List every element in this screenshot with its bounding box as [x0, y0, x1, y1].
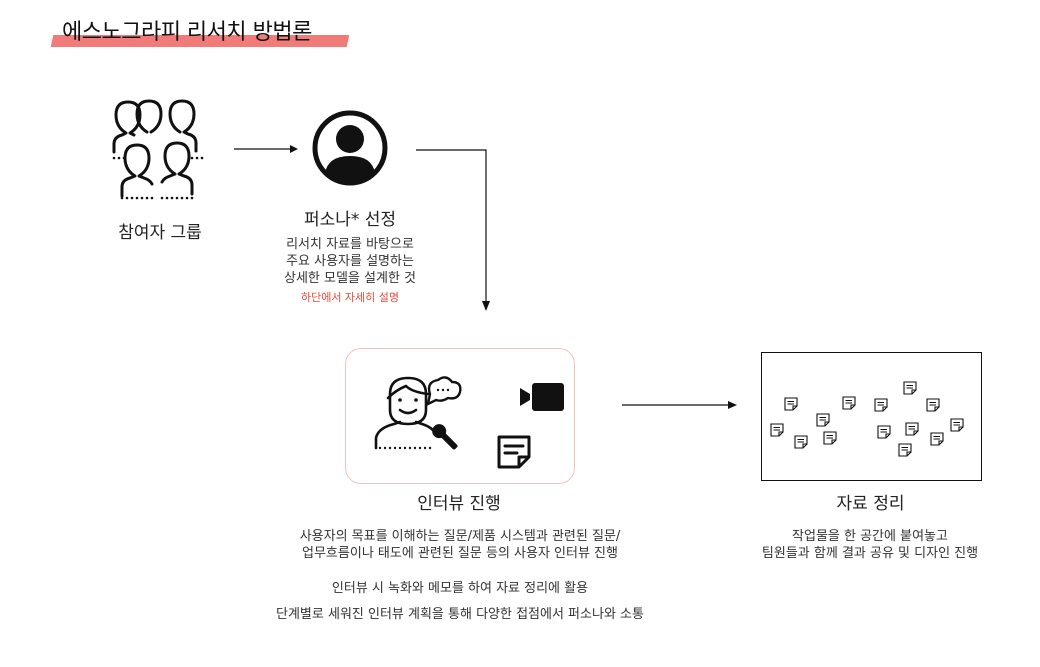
persona-desc-line: 상세한 모델을 설계한 것: [284, 271, 416, 286]
persona-note: 하단에서 자세히 설명: [300, 291, 400, 304]
organize-label: 자료 정리: [836, 494, 905, 514]
organize-description: 작업물을 한 공간에 붙여놓고 팀원들과 함께 결과 공유 및 디자인 진행: [720, 528, 1020, 562]
organize-desc-line: 작업물을 한 공간에 붙여놓고: [792, 529, 948, 544]
sticky-note-icon: [784, 397, 798, 411]
user-avatar-icon: [312, 110, 388, 186]
interview-desc-line: 사용자의 목표를 이해하는 질문/제품 시스템과 관련된 질문/: [299, 529, 621, 544]
persona-desc-line: 리서치 자료를 바탕으로: [286, 237, 414, 252]
sticky-note-icon: [905, 422, 919, 436]
sticky-note-icon: [770, 423, 784, 437]
interview-panel: [345, 348, 575, 484]
arrow-down-icon: [416, 149, 490, 311]
people-group-icon: [112, 99, 204, 200]
persona-desc-line: 주요 사용자를 설명하는: [286, 254, 414, 269]
interview-desc-line: 업무흐름이나 태도에 관련된 질문 등의 사용자 인터뷰 진행: [302, 546, 618, 561]
sticky-note-icon: [877, 425, 891, 439]
sticky-note-icon: [874, 398, 888, 412]
sticky-note-icon: [930, 432, 944, 446]
arrow-right-icon: [622, 401, 737, 409]
affinity-board: [761, 352, 982, 481]
sticky-note-icon: [816, 413, 830, 427]
sticky-note-icon: [926, 398, 940, 412]
interview-desc-line: 단계별로 세워진 인터뷰 계획을 통해 다양한 접점에서 퍼소나와 소통: [276, 607, 644, 622]
persona-description: 리서치 자료를 바탕으로 주요 사용자를 설명하는 상세한 모델을 설계한 것: [250, 236, 450, 287]
persona-label: 퍼소나* 선정: [303, 210, 397, 230]
page-title: 에스노그라피 리서치 방법론: [62, 20, 312, 45]
memo-note-icon: [497, 435, 531, 469]
sticky-note-icon: [842, 396, 856, 410]
interview-label: 인터뷰 진행: [417, 494, 501, 514]
interviewee-with-mic-icon: [374, 376, 462, 450]
video-camera-icon: [520, 383, 564, 411]
sticky-note-icon: [823, 431, 837, 445]
interview-description: 사용자의 목표를 이해하는 질문/제품 시스템과 관련된 질문/ 업무흐름이나 …: [190, 528, 730, 562]
sticky-note-icon: [794, 435, 808, 449]
sticky-note-icon: [903, 381, 917, 395]
organize-desc-line: 팀원들과 함께 결과 공유 및 디자인 진행: [761, 546, 979, 561]
sticky-note-icon: [950, 418, 964, 432]
participants-label: 참여자 그룹: [118, 223, 202, 243]
interview-desc-line: 인터뷰 시 녹화와 메모를 하여 자료 정리에 활용: [331, 581, 589, 596]
arrow-right-icon: [234, 145, 298, 153]
sticky-note-icon: [898, 443, 912, 457]
